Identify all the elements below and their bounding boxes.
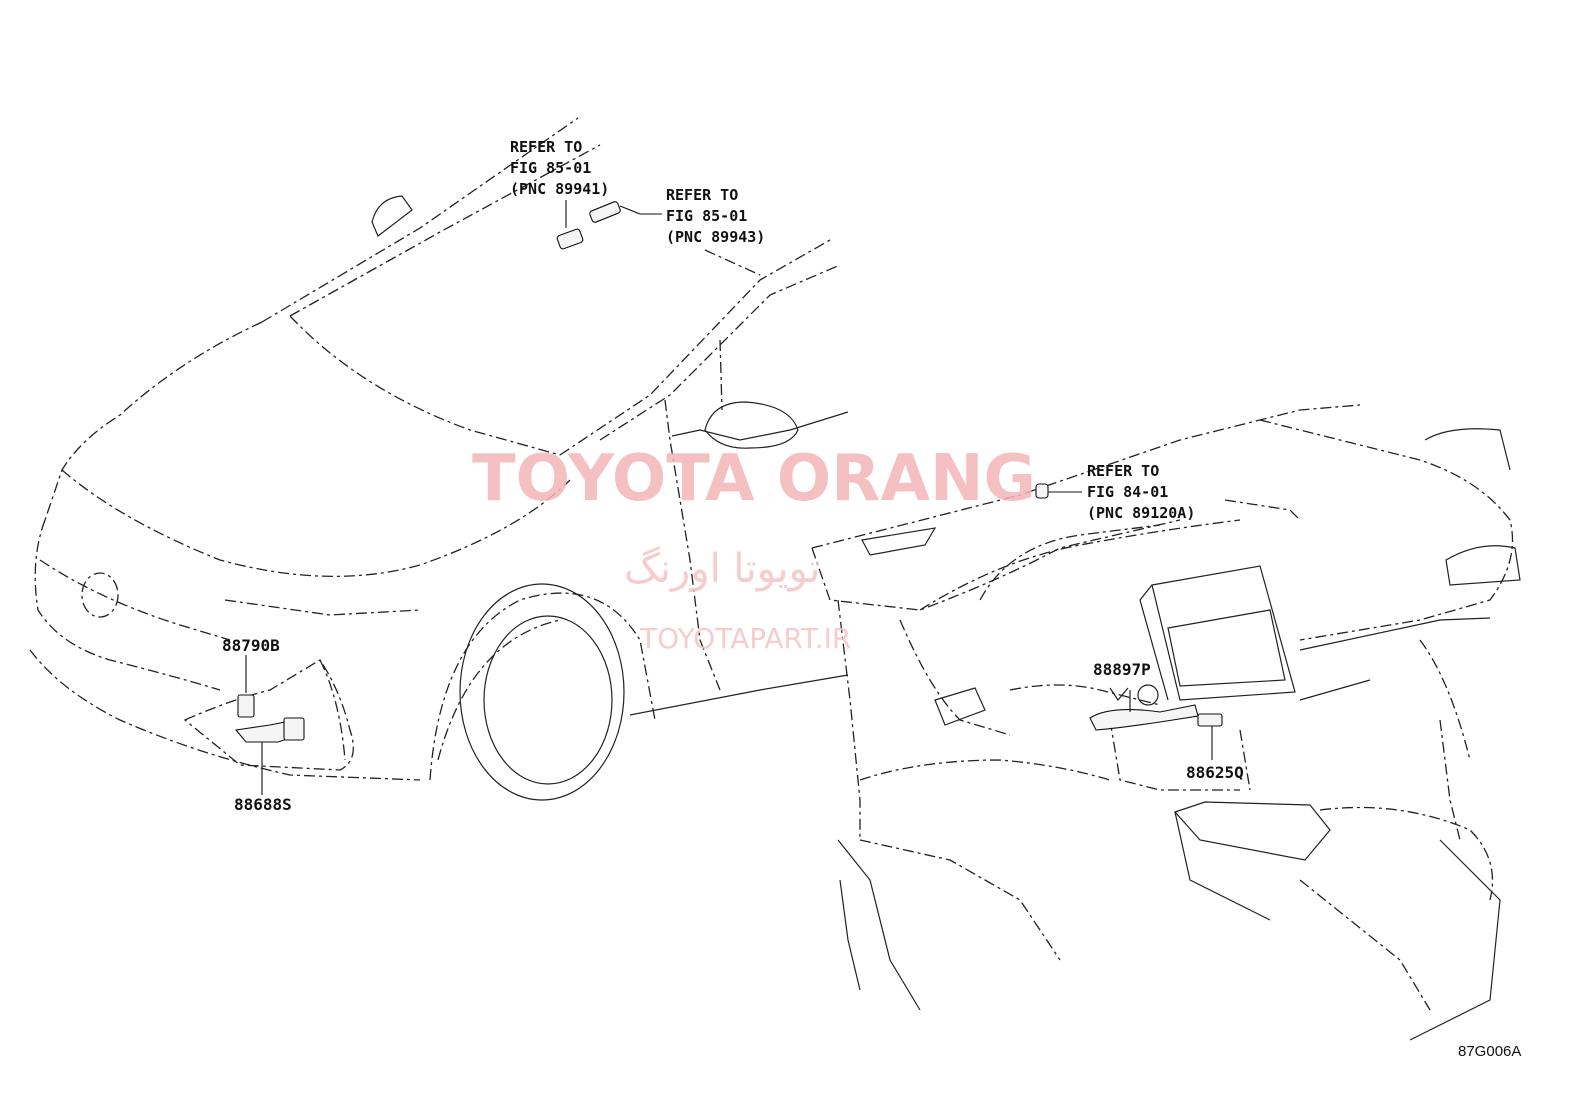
callout-ref-89943-line3: (PNC 89943) (666, 228, 765, 246)
watermark: TOYOTA ORANG تویوتا اورنگ TOYOTAPART.IR (472, 442, 1036, 655)
vehicle-exterior-drawing (29, 117, 849, 801)
part-number-88897p: 88897P (1093, 660, 1151, 679)
callout-ref-89941-line1: REFER TO (510, 138, 582, 156)
roof-sensor-89943 (589, 201, 662, 223)
part-88625q-shape (1197, 713, 1223, 760)
callout-ref-89120a-line1: REFER TO (1087, 462, 1159, 480)
callout-ref-89943-line1: REFER TO (666, 186, 738, 204)
callout-ref-89120a-line2: FIG 84-01 (1087, 483, 1168, 501)
callout-ref-89943-line2: FIG 85-01 (666, 207, 747, 225)
part-number-88625q: 88625Q (1186, 763, 1244, 782)
part-number-88688s: 88688S (234, 795, 292, 814)
callout-ref-89120a: REFER TO FIG 84-01 (PNC 89120A) (1087, 462, 1195, 522)
watermark-brand-fa: تویوتا اورنگ (624, 546, 820, 592)
watermark-site: TOYOTAPART.IR (639, 622, 851, 655)
roof-sensor-89941 (556, 200, 584, 250)
callout-ref-89941-line2: FIG 85-01 (510, 159, 591, 177)
callout-ref-89941-line3: (PNC 89941) (510, 180, 609, 198)
dashboard-interior-drawing (811, 404, 1521, 1041)
part-88897p-shape (1089, 690, 1199, 731)
callout-ref-89943: REFER TO FIG 85-01 (PNC 89943) (666, 186, 765, 246)
figure-id: 87G006A (1458, 1043, 1521, 1060)
part-number-88790b: 88790B (222, 636, 280, 655)
part-88790b-shape (237, 655, 255, 718)
callout-ref-89120a-line3: (PNC 89120A) (1087, 504, 1195, 522)
sensor-89120a (1035, 483, 1082, 499)
part-88688s-shape (234, 717, 305, 795)
watermark-brand: TOYOTA ORANG (472, 442, 1036, 516)
callout-ref-89941: REFER TO FIG 85-01 (PNC 89941) (510, 138, 609, 198)
